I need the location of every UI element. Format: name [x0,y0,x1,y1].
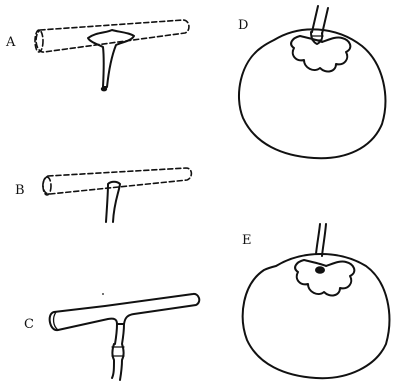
panel-e-detached-stalk [316,224,326,256]
panel-a-label: A [5,35,16,50]
panel-d-fruit [239,29,385,158]
panel-c-speck [102,293,104,295]
panel-e: E [242,224,389,378]
panel-d: D [238,6,385,158]
panel-d-stalk-base [311,32,322,44]
panel-e-calyx [295,260,354,295]
panel-c-branch-end [54,312,58,330]
panel-b-dashed-branch [43,168,191,194]
panel-e-fruit [243,254,390,378]
panel-a-dashed-branch [36,20,189,52]
panel-b-label: B [15,183,25,198]
panel-a: A [5,20,189,91]
panel-c-stem [112,324,124,380]
panel-e-label: E [242,233,252,248]
panel-e-stem-scar [315,266,325,274]
panel-c: C [24,293,199,380]
panel-d-label: D [238,18,248,33]
panel-a-branch-end [35,30,43,52]
panel-c-label: C [24,317,34,332]
panel-b: B [15,168,191,222]
panel-b-branch-end [43,177,51,195]
panel-a-flared-stem [88,30,134,87]
panel-a-stem-end [101,87,107,92]
